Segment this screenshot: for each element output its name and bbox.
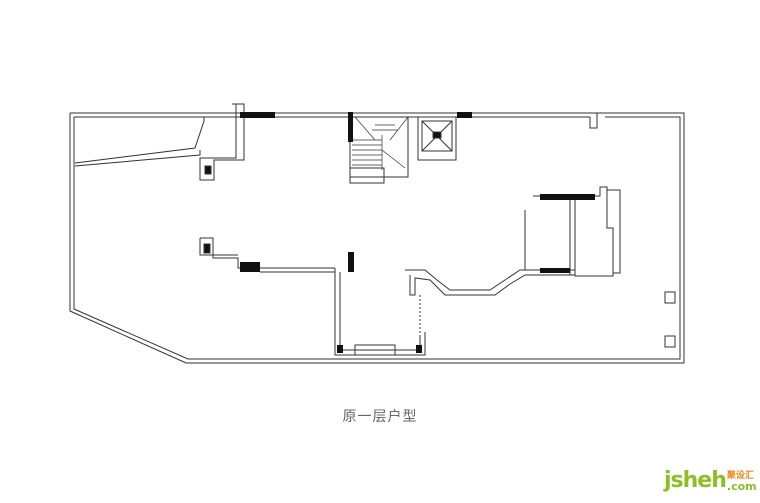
logo-chinese-text: 聚设汇 bbox=[726, 471, 754, 481]
floor-plan bbox=[69, 103, 685, 364]
plan-caption: 原一层户型 bbox=[342, 409, 418, 425]
ramp bbox=[74, 117, 205, 164]
logo-main-text: jsheh bbox=[664, 468, 727, 493]
logo-domain-text: .com bbox=[726, 480, 757, 493]
wall-solid bbox=[240, 112, 275, 118]
elevator-shaft bbox=[417, 116, 457, 161]
outer-boundary bbox=[69, 112, 685, 364]
outer-boundary-inner bbox=[73, 116, 681, 360]
logo-side: 聚设汇 .com bbox=[727, 471, 757, 492]
watermark-logo: jsheh 聚设汇 .com bbox=[664, 468, 757, 493]
staircase bbox=[349, 116, 409, 178]
